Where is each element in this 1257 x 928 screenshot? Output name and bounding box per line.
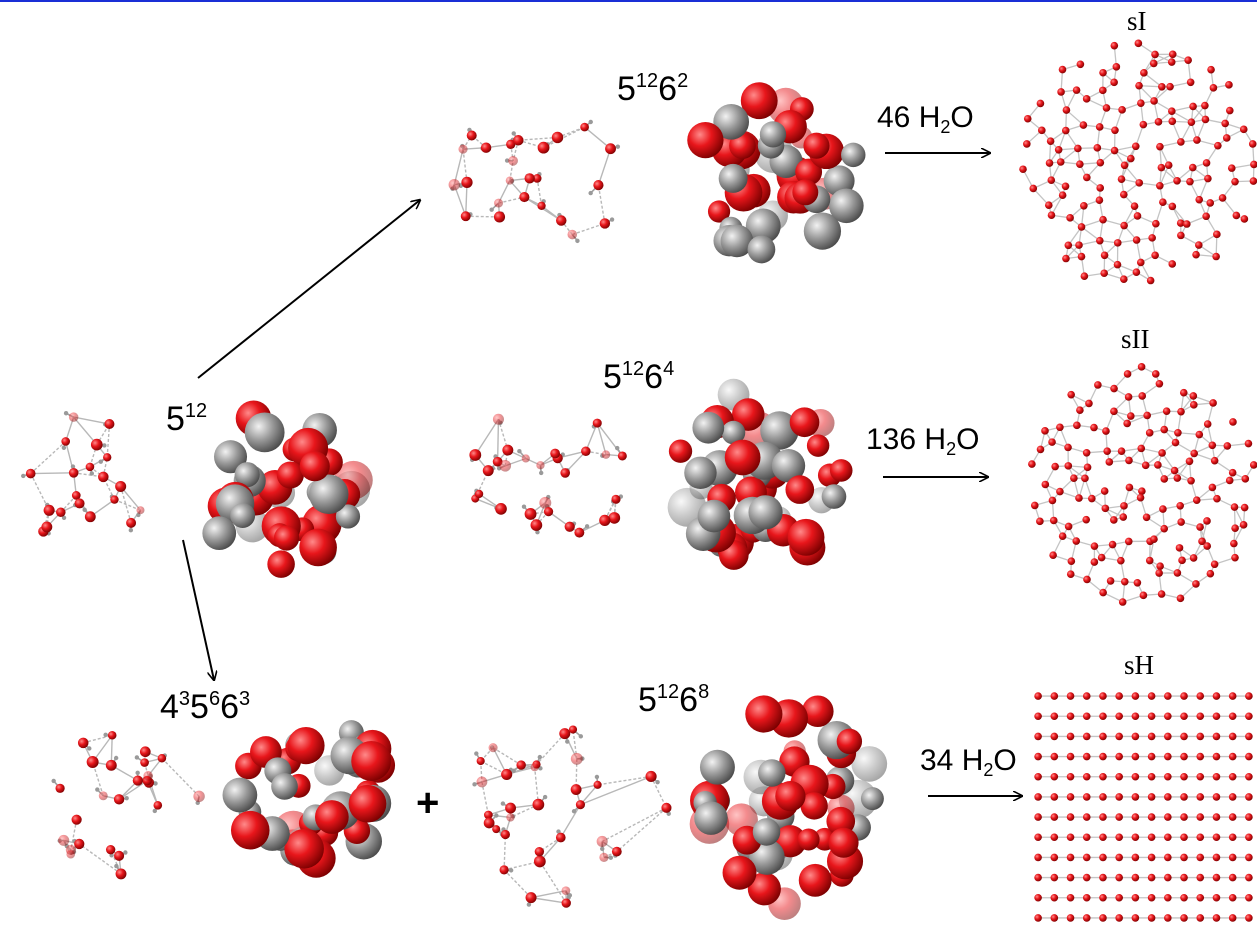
cage-435663-stick-model — [51, 730, 205, 880]
structure-label-sh: sH — [1124, 650, 1155, 680]
plus-sign: + — [416, 781, 440, 825]
structure-label-si: sI — [1127, 6, 1147, 36]
arrow-512-to-435663 — [182, 539, 214, 680]
reaction-label-si: 46 H2O — [877, 101, 974, 137]
cage-label-512: 512 — [166, 400, 208, 438]
structure-si-lattice — [1019, 39, 1257, 285]
cage-label-51268: 51268 — [638, 681, 710, 719]
structure-sh-lattice — [1034, 692, 1253, 922]
cage-512-spacefill-model — [202, 400, 373, 578]
cage-51264-stick-model — [469, 413, 627, 538]
cage-label-435663: 435663 — [160, 688, 251, 726]
cage-51262-stick-model — [448, 119, 621, 244]
cage-label-51262: 51262 — [617, 70, 689, 108]
arrow-512-to-51262 — [197, 200, 420, 379]
cage-label-51264: 51264 — [603, 358, 675, 396]
top-border — [0, 0, 1257, 2]
reaction-label-sii: 136 H2O — [866, 423, 980, 459]
cage-51268-stick-model — [472, 725, 672, 908]
cage-512-stick-model — [21, 411, 145, 537]
structure-sii-lattice — [1028, 363, 1257, 606]
reaction-label-sh: 34 H2O — [920, 744, 1017, 780]
cage-51262-spacefill-model — [687, 82, 866, 264]
structure-label-sii: sII — [1121, 324, 1150, 354]
cage-51268-spacefill-model — [689, 695, 888, 921]
cage-435663-spacefill-model — [222, 720, 396, 878]
cage-51264-spacefill-model — [667, 378, 853, 570]
